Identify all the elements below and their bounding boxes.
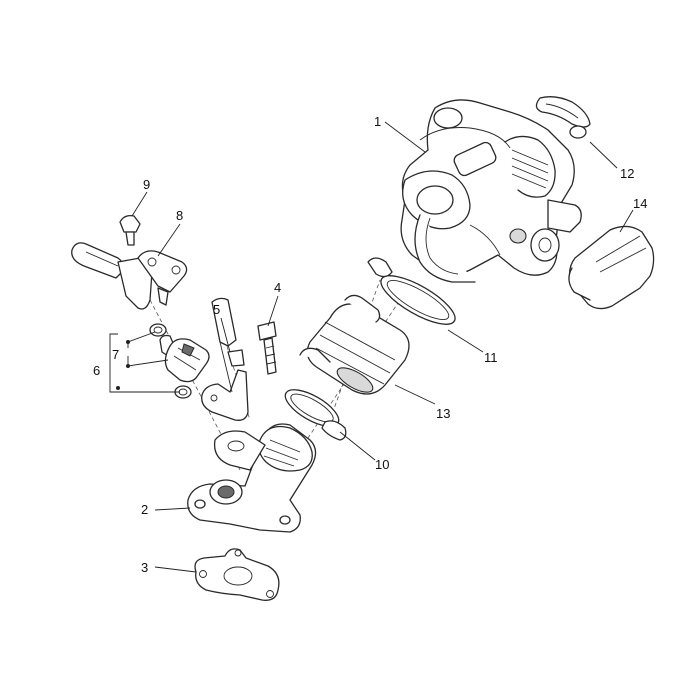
intake-coupling-part-13 [299, 294, 410, 395]
sensor-part-14 [568, 225, 655, 310]
bracket-part-5 [201, 297, 249, 421]
callout-10: 10 [375, 457, 389, 472]
callout-12: 12 [620, 166, 634, 181]
callout-3: 3 [141, 560, 148, 575]
hose-clamp-part-11 [367, 257, 456, 325]
callout-1: 1 [374, 114, 381, 129]
hose-clamp-part-10 [284, 389, 347, 441]
gasket-part-3 [194, 548, 280, 601]
screw-part-9 [119, 214, 141, 246]
callout-2: 2 [141, 502, 148, 517]
bolt-part-4 [257, 321, 277, 375]
hose-clamp-part-12 [535, 96, 591, 139]
callout-14: 14 [633, 196, 647, 211]
callout-9: 9 [143, 177, 150, 192]
intake-manifold-part-2 [187, 423, 317, 533]
callout-11: 11 [484, 350, 498, 365]
callout-4: 4 [274, 280, 281, 295]
sensor-assembly-part-6 [149, 323, 210, 399]
callout-5: 5 [213, 302, 220, 317]
throttle-body-part-1 [400, 99, 582, 283]
callout-8: 8 [176, 208, 183, 223]
callout-6: 6 [93, 363, 100, 378]
callout-7: 7 [112, 347, 119, 362]
callout-13: 13 [436, 406, 450, 421]
injector-part-8 [71, 242, 188, 310]
leader-lines [109, 121, 634, 573]
callout-labels: 1 2 3 4 5 6 7 8 9 10 11 12 13 14 [93, 114, 647, 575]
